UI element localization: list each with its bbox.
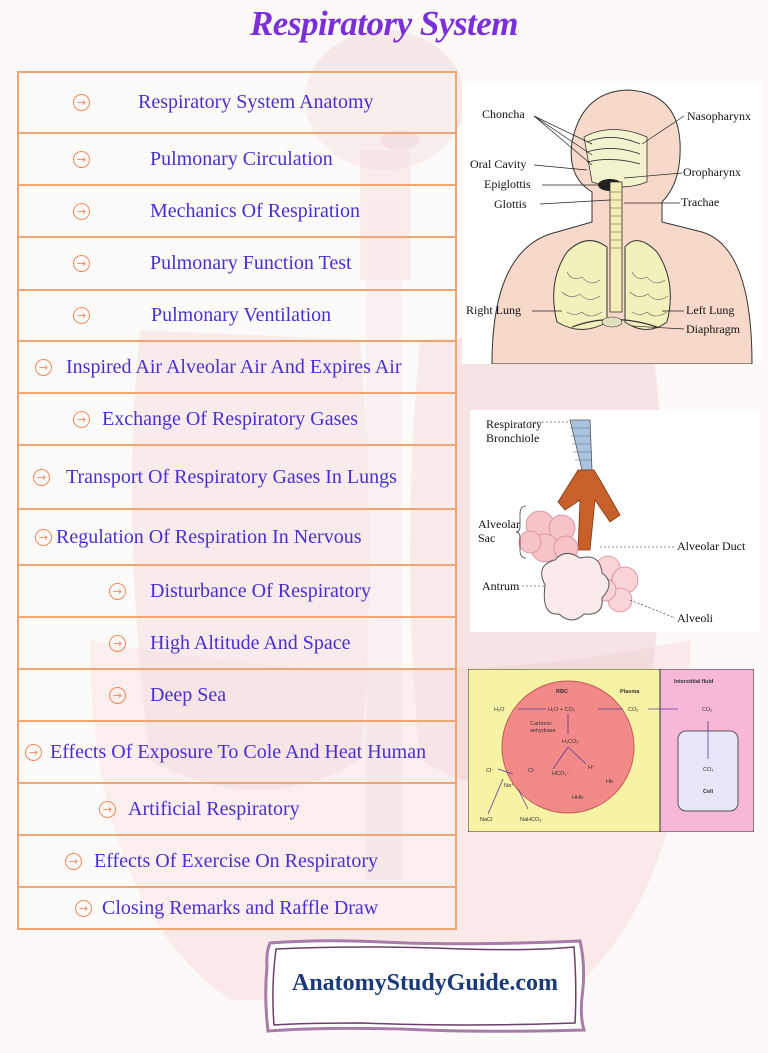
menu-item-respiratory-system-anatomy[interactable]: → Respiratory System Anatomy	[19, 73, 455, 134]
label-co2-plasma: CO₂	[628, 707, 638, 713]
alveoli-diagram: Respiratory Bronchiole Alveolar Sac Alve…	[470, 410, 760, 632]
label-co2-cell: CO₂	[703, 767, 713, 773]
label-diaphragm: Diaphragm	[686, 322, 741, 336]
label-h-plus: H⁺	[588, 764, 595, 771]
label-h2o-co2: H₂O + CO₂	[548, 707, 575, 713]
arrow-circle-icon: →	[109, 582, 126, 600]
menu-item-label: Transport Of Respiratory Gases In Lungs	[66, 465, 397, 488]
label-carbonic: Carbonic	[530, 721, 552, 727]
menu-item-effects-of-exposure[interactable]: → Effects Of Exposure To Cole And Heat Hu…	[19, 722, 455, 784]
label-alveolar-duct: Alveolar Duct	[677, 539, 746, 553]
label-rbc: RBC	[556, 689, 568, 695]
menu-item-pulmonary-ventilation[interactable]: → Pulmonary Ventilation	[19, 291, 455, 342]
menu-item-label: Artificial Respiratory	[128, 797, 300, 820]
respiratory-tract-diagram: Choncha Nasopharynx Oral Cavity Orophary…	[462, 82, 762, 364]
menu-item-pulmonary-function-test[interactable]: → Pulmonary Function Test	[19, 238, 455, 291]
label-right-lung: Right Lung	[466, 303, 521, 317]
menu-item-label: Exchange Of Respiratory Gases	[102, 407, 359, 430]
label-antrum: Antrum	[482, 579, 520, 593]
menu-item-high-altitude-and-space[interactable]: → High Altitude And Space	[19, 618, 455, 670]
arrow-circle-icon: →	[33, 468, 50, 486]
label-na-plus: Na⁺	[504, 782, 514, 789]
arrow-circle-icon: →	[109, 686, 126, 704]
label-h2o: H₂O	[494, 707, 505, 713]
menu-item-label: Disturbance Of Respiratory	[150, 579, 372, 602]
menu-item-transport-of-gases[interactable]: → Transport Of Respiratory Gases In Lungs	[19, 446, 455, 510]
menu-item-label: Regulation Of Respiration In Nervous	[56, 525, 362, 548]
label-respiratory: Respiratory	[486, 417, 542, 431]
menu-item-effects-of-exercise[interactable]: → Effects Of Exercise On Respiratory	[19, 836, 455, 888]
arrow-circle-icon: →	[75, 899, 92, 917]
menu-item-deep-sea[interactable]: → Deep Sea	[19, 670, 455, 722]
label-nahco3: NaHCO₃	[520, 817, 542, 823]
label-hhb: HHb	[572, 795, 583, 801]
menu-item-label: Inspired Air Alveolar Air And Expires Ai…	[66, 355, 402, 378]
topic-menu: → Respiratory System Anatomy → Pulmonary C…	[17, 71, 457, 930]
co2-transport-diagram: RBC Plasma Interstitial fluid H₂O H₂O + …	[468, 669, 754, 832]
arrow-circle-icon: →	[109, 634, 126, 652]
menu-item-label: Effects Of Exposure To Cole And Heat Hum…	[50, 740, 427, 763]
arrow-circle-icon: →	[73, 202, 90, 220]
menu-item-artificial-respiratory[interactable]: → Artificial Respiratory	[19, 784, 455, 836]
label-choncha: Choncha	[482, 107, 525, 121]
label-hco3: HCO₃⁻	[552, 771, 569, 777]
arrow-circle-icon: →	[99, 800, 116, 818]
label-plasma: Plasma	[620, 689, 640, 695]
menu-item-closing-remarks[interactable]: → Closing Remarks and Raffle Draw	[19, 888, 455, 930]
label-hb: Hb	[606, 779, 613, 785]
site-banner[interactable]: AnatomyStudyGuide.com	[262, 937, 588, 1035]
menu-item-disturbance-of-respiratory[interactable]: → Disturbance Of Respiratory	[19, 566, 455, 618]
menu-item-label: Deep Sea	[150, 683, 227, 706]
arrow-circle-icon: →	[35, 528, 52, 546]
menu-item-exchange-of-gases[interactable]: → Exchange Of Respiratory Gases	[19, 394, 455, 446]
label-cl-in: Cl⁻	[528, 768, 536, 774]
arrow-circle-icon: →	[73, 94, 90, 111]
arrow-circle-icon: →	[25, 743, 42, 761]
menu-item-label: Mechanics Of Respiration	[150, 199, 360, 222]
menu-item-label: High Altitude And Space	[150, 631, 351, 654]
arrow-circle-icon: →	[73, 255, 90, 272]
label-nacl: NaCl	[480, 817, 492, 823]
arrow-circle-icon: →	[73, 410, 90, 428]
menu-item-label: Closing Remarks and Raffle Draw	[102, 896, 379, 919]
label-alveolar: Alveolar	[478, 517, 520, 531]
menu-item-label: Pulmonary Ventilation	[151, 304, 332, 326]
menu-item-label: Effects Of Exercise On Respiratory	[94, 849, 378, 872]
arrow-circle-icon: →	[35, 358, 52, 376]
label-interstitial-fluid: Interstitial fluid	[674, 679, 713, 685]
arrow-circle-icon: →	[73, 150, 90, 168]
label-nasopharynx: Nasopharynx	[687, 109, 751, 123]
label-anhydrase: anhydrase	[530, 728, 556, 734]
label-alveoli: Alveoli	[677, 611, 714, 625]
label-epiglottis: Epiglottis	[484, 177, 531, 191]
label-sac: Sac	[478, 531, 495, 545]
label-h2co3: H₂CO₃	[562, 739, 579, 745]
label-left-lung: Left Lung	[686, 303, 734, 317]
label-cell: Cell	[703, 789, 714, 795]
menu-item-pulmonary-circulation[interactable]: → Pulmonary Circulation	[19, 134, 455, 186]
label-oral-cavity: Oral Cavity	[470, 157, 526, 171]
page-title: Respiratory System	[249, 4, 519, 43]
label-cl-out: Cl⁻	[486, 768, 494, 774]
menu-item-inspired-air[interactable]: → Inspired Air Alveolar Air And Expires A…	[19, 342, 455, 394]
menu-item-mechanics-of-respiration[interactable]: → Mechanics Of Respiration	[19, 186, 455, 238]
label-oropharynx: Oropharynx	[683, 165, 741, 179]
menu-item-label: Respiratory System Anatomy	[138, 91, 374, 113]
menu-item-label: Pulmonary Circulation	[150, 147, 333, 170]
label-co2-fluid: CO₂	[702, 707, 712, 713]
label-bronchiole: Bronchiole	[486, 431, 539, 445]
label-trachae: Trachae	[681, 195, 719, 209]
label-glottis: Glottis	[494, 197, 527, 211]
arrow-circle-icon: →	[65, 852, 82, 870]
banner-text: AnatomyStudyGuide.com	[291, 970, 559, 996]
menu-item-regulation-of-respiration[interactable]: →Regulation Of Respiration In Nervous	[19, 510, 455, 566]
menu-item-label: Pulmonary Function Test	[150, 252, 352, 274]
arrow-circle-icon: →	[73, 307, 90, 324]
banner-frame	[264, 939, 587, 1033]
